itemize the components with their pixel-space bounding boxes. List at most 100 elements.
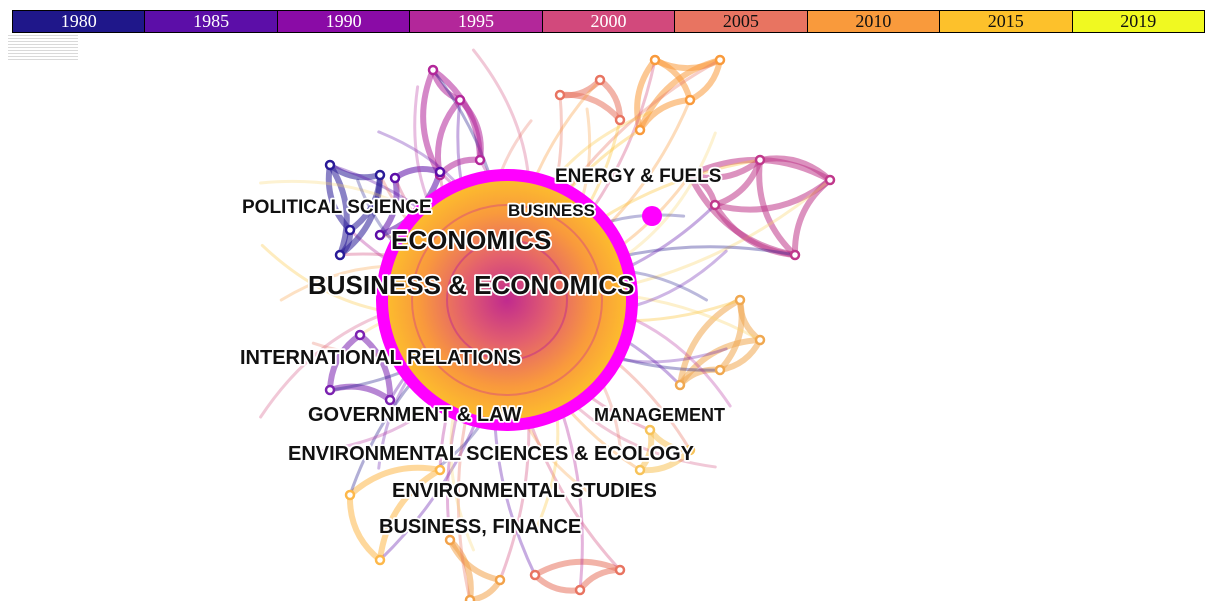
network-nodes — [324, 54, 836, 601]
network-node — [714, 364, 726, 376]
network-node — [344, 224, 356, 236]
energy-node — [642, 206, 662, 226]
network-node — [434, 166, 446, 178]
network-edge — [467, 577, 503, 601]
network-edge — [717, 297, 745, 373]
network-node — [734, 294, 746, 306]
node-label-env-sciences-ecology: ENVIRONMENTAL SCIENCES & ECOLOGY — [288, 443, 695, 465]
timeline-year-cell: 2005 — [675, 11, 808, 32]
network-node — [324, 159, 336, 171]
timeline-legend: 1980 1985 1990 1995 2000 2005 2010 2015 … — [12, 10, 1205, 33]
network-edge — [357, 332, 394, 403]
network-node — [644, 424, 656, 436]
network-node — [754, 154, 766, 166]
network-node — [389, 172, 401, 184]
network-edge — [457, 97, 484, 163]
hub-node-circle — [376, 169, 638, 431]
network-node — [334, 249, 346, 261]
network-node — [554, 89, 566, 101]
network-node — [374, 169, 386, 181]
network-node — [444, 534, 456, 546]
network-edge — [347, 464, 443, 498]
network-node — [709, 199, 721, 211]
year-label: 1980 — [60, 11, 97, 31]
node-label-business-economics: BUSINESS & ECONOMICS — [308, 270, 635, 300]
network-node — [474, 154, 486, 166]
network-edge — [532, 572, 583, 594]
year-label: 2005 — [722, 11, 759, 31]
timeline-year-cell: 2019 — [1072, 11, 1204, 32]
network-node — [324, 384, 336, 396]
network-edge — [712, 157, 763, 208]
network-edge — [557, 91, 623, 123]
network-node — [344, 489, 356, 501]
network-edge — [346, 492, 383, 563]
timeline-year-cell: 1985 — [145, 11, 278, 32]
node-label-energy-fuels: ENERGY & FUELS — [555, 166, 721, 187]
hub-node — [376, 169, 638, 431]
network-edge — [532, 558, 623, 578]
network-edge — [757, 155, 833, 183]
network-node — [464, 594, 476, 601]
network-node — [674, 379, 686, 391]
year-label: 1985 — [193, 11, 230, 31]
network-edge — [756, 157, 798, 258]
node-label-government-law: GOVERNMENT & LAW — [308, 404, 521, 426]
node-label-political-science: POLITICAL SCIENCE — [242, 197, 432, 218]
node-label-management: MANAGEMENT — [594, 405, 725, 425]
node-label-international-relations: INTERNATIONAL RELATIONS — [240, 347, 521, 369]
hub-ring-core — [446, 239, 568, 361]
network-edge — [392, 165, 443, 181]
network-node — [574, 584, 586, 596]
network-edge — [337, 172, 383, 258]
network-edge — [420, 67, 443, 178]
node-label-economics: ECONOMICS — [391, 225, 551, 255]
year-label: 1995 — [458, 11, 495, 31]
network-edge — [377, 175, 400, 238]
node-label-env-studies: ENVIRONMENTAL STUDIES — [392, 480, 657, 502]
network-edge — [327, 162, 350, 258]
network-edge — [327, 332, 363, 393]
hub-ring-inner — [411, 204, 603, 396]
network-node — [529, 569, 541, 581]
network-node — [684, 169, 696, 181]
network-node — [614, 564, 626, 576]
network-node — [454, 94, 466, 106]
network-node — [754, 334, 766, 346]
network-node — [824, 174, 836, 186]
network-edge — [712, 177, 833, 213]
timeline-year-cell: 1995 — [410, 11, 543, 32]
network-edge — [677, 297, 743, 388]
timeline-year-cell: 2010 — [807, 11, 941, 32]
network-edge — [327, 383, 393, 403]
network-edge — [447, 537, 474, 601]
network-edge — [435, 97, 463, 178]
node-label-business: BUSINESS — [508, 201, 595, 220]
network-node — [384, 394, 396, 406]
timeline-year-cell: 2015 — [940, 11, 1073, 32]
year-label: 2019 — [1120, 11, 1157, 31]
network-node — [789, 249, 801, 261]
year-label: 2000 — [590, 11, 627, 31]
network-edge — [637, 97, 693, 133]
network-node — [684, 444, 696, 456]
network-node — [594, 74, 606, 86]
year-label: 1990 — [325, 11, 362, 31]
network-node — [374, 229, 386, 241]
network-node — [354, 329, 366, 341]
timeline-year-cell: 1980 — [13, 11, 146, 32]
network-node — [494, 574, 506, 586]
timeline-year-cell: 2000 — [542, 11, 676, 32]
timeline-year-cell: 1990 — [277, 11, 411, 32]
network-node — [714, 54, 726, 66]
network-node — [649, 54, 661, 66]
network-node — [634, 464, 646, 476]
network-node — [614, 114, 626, 126]
network-edge — [377, 467, 443, 563]
year-label: 2010 — [855, 11, 892, 31]
network-edge — [577, 567, 623, 593]
network-node — [434, 464, 446, 476]
network-edge — [712, 202, 798, 258]
year-label: 2015 — [987, 11, 1024, 31]
